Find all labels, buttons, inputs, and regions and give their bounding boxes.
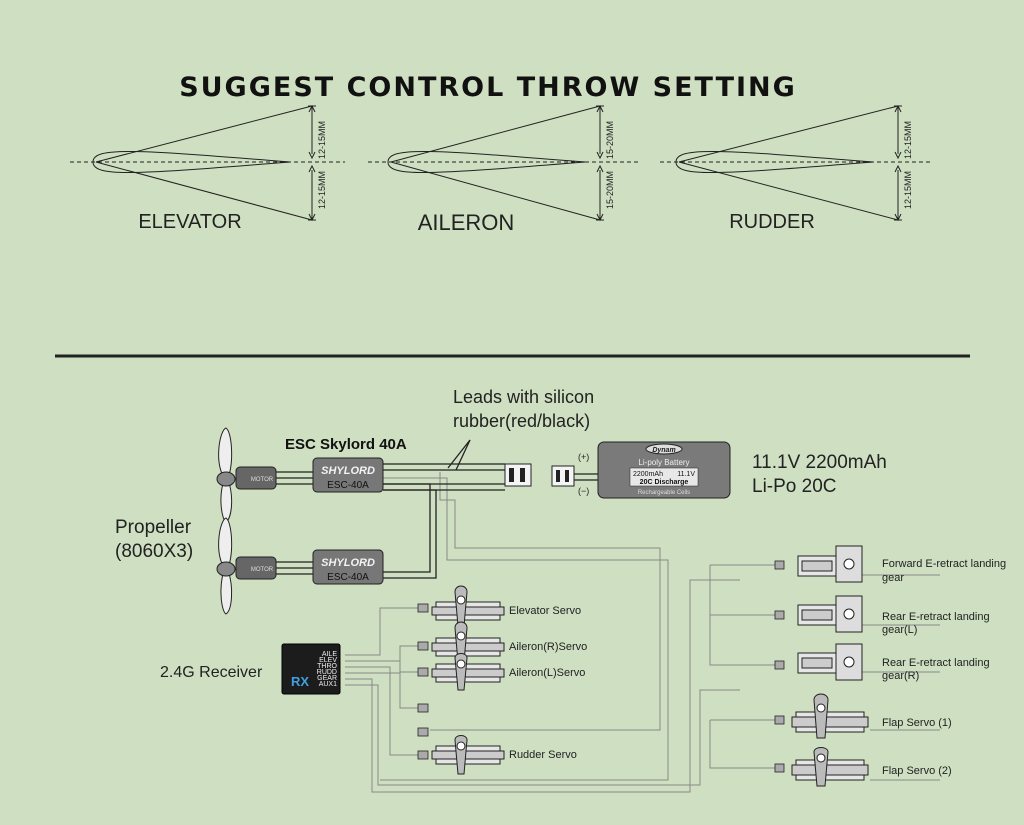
receiver-name: RX [291,674,309,689]
aileron-r-servo [431,621,505,663]
rear-gear-l-label-1: Rear E-retract landing [882,611,990,623]
rudder-upper-throw: 12-15MM [903,121,913,159]
servo-plugs-right [774,560,785,773]
flap-servo-2 [791,747,869,787]
forward-retract [797,545,863,583]
flap-servo-1 [791,693,869,739]
rear-gear-r-label-1: Rear E-retract landing [882,657,990,669]
rear-retract-right [797,643,863,681]
battery-type: Li-poly Battery [638,458,689,467]
propeller-label-line1: Propeller [115,517,192,538]
forward-gear-label-1: Forward E-retract landing [882,558,1006,570]
battery-voltage: 11.1V [677,471,695,478]
rx-port-4: RUDD [317,669,337,676]
battery-negative: (−) [578,486,589,496]
battery-discharge: 20C Discharge [640,479,689,486]
servo-plugs-left [417,603,429,760]
propeller-label-line2: (8060X3) [115,541,193,562]
battery-cells: Rechargeable Cells [638,490,690,496]
esc1-model: ESC-40A [327,480,369,491]
rudder-servo-label: Rudder Servo [509,749,577,761]
motor-2: MOTOR [235,556,277,580]
aileron-upper-throw: 15-20MM [605,121,615,159]
battery-positive: (+) [578,452,589,462]
rear-gear-l-label-2: gear(L) [882,624,917,636]
power-wires [244,439,598,579]
leads-label-line1: Leads with silicon [453,387,594,407]
elevator-lower-throw: 12-15MM [317,171,327,209]
rudder-servo [431,735,505,775]
rudder-lower-throw: 12-15MM [903,171,913,209]
battery-brand: Dynam [652,447,675,454]
elevator-throw-diagram [70,104,345,222]
esc2-brand: SHYLORD [321,557,375,569]
motor2-label: MOTOR [251,567,274,573]
aileron-r-servo-label: Aileron(R)Servo [509,641,587,653]
rx-port-5: GEAR [317,675,337,682]
esc-unit-1: SHYLORD ESC-40A [312,457,384,493]
rear-gear-r-label-2: gear(R) [882,670,919,682]
receiver: RX AILE ELEV THRO RUDD GEAR AUX1 [281,643,341,695]
rudder-throw-diagram [660,104,930,222]
flap-servo-1-label: Flap Servo (1) [882,717,952,729]
elevator-servo [431,585,505,627]
signal-wires [345,472,940,793]
propeller-2 [216,517,236,615]
motor-1: MOTOR [235,466,277,490]
battery-capacity: 2200mAh [633,471,663,478]
esc-title: ESC Skylord 40A [285,436,407,453]
propeller-1 [216,427,236,523]
aileron-l-servo [431,653,505,691]
elevator-label: ELEVATOR [138,211,241,233]
rudder-label: RUDDER [729,211,815,233]
elevator-upper-throw: 12-15MM [317,121,327,159]
esc1-brand: SHYLORD [321,465,375,477]
motor1-label: MOTOR [251,477,274,483]
rear-retract-left [797,595,863,633]
page-title: SUGGEST CONTROL THROW SETTING [179,72,797,103]
rx-port-2: ELEV [319,657,337,664]
esc2-model: ESC-40A [327,572,369,583]
battery-spec-line2: Li-Po 20C [752,476,837,497]
leads-label-line2: rubber(red/black) [453,411,590,431]
battery: Dynam Li-poly Battery 2200mAh 11.1V 20C … [597,441,731,499]
rx-port-1: AILE [322,651,338,658]
aileron-label: AILERON [418,210,515,235]
rx-port-3: THRO [317,663,337,670]
aileron-l-servo-label: Aileron(L)Servo [509,667,585,679]
esc-unit-2: SHYLORD ESC-40A [312,549,384,585]
aileron-lower-throw: 15-20MM [605,171,615,209]
flap-servo-2-label: Flap Servo (2) [882,765,952,777]
forward-gear-label-2: gear [882,572,904,584]
battery-spec-line1: 11.1V 2200mAh [752,452,887,473]
elevator-servo-label: Elevator Servo [509,605,581,617]
rx-port-6: AUX1 [319,681,337,688]
aileron-throw-diagram [368,104,640,222]
xt-connectors [504,463,575,487]
receiver-label: 2.4G Receiver [160,664,263,681]
